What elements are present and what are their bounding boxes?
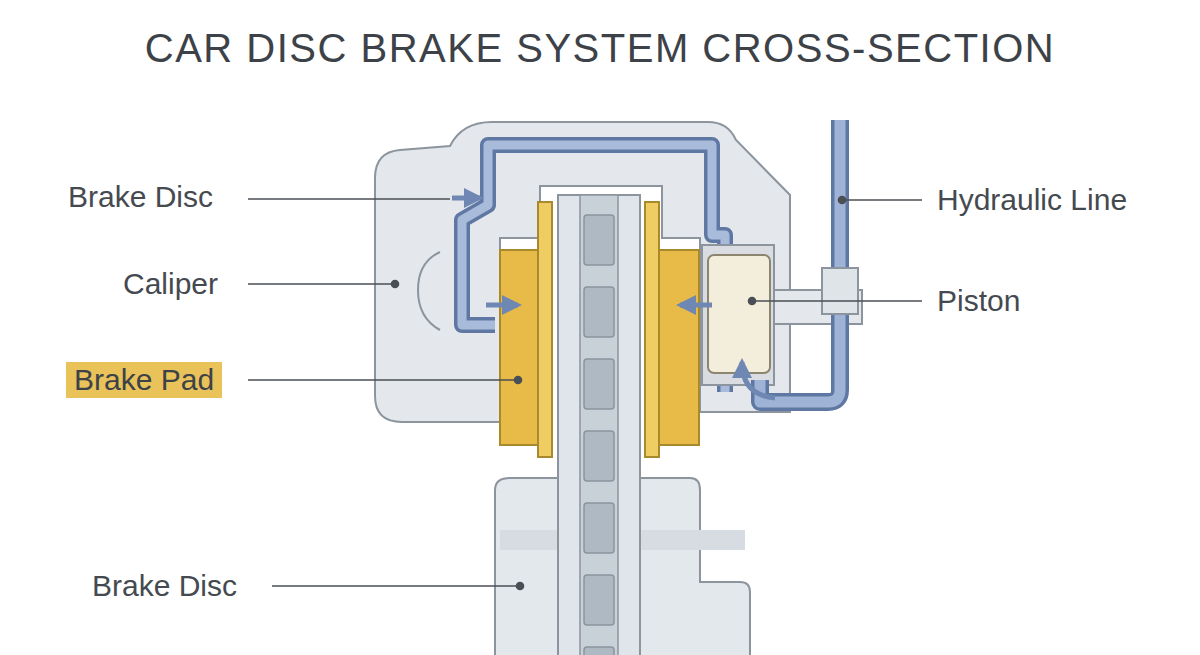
disc-vent (584, 359, 614, 409)
disc-vent (584, 647, 614, 655)
leader-lines (248, 197, 922, 590)
disc-vent (584, 287, 614, 337)
part-label: Caliper (123, 267, 218, 302)
flow-arrows (452, 198, 775, 398)
disc-vent (584, 503, 614, 553)
disc-vent (584, 431, 614, 481)
hydraulic-line (760, 120, 858, 402)
part-label: Brake Disc (92, 569, 237, 604)
disc-vent (584, 215, 614, 265)
diagram-title: CAR DISC BRAKE SYSTEM CROSS-SECTION (0, 26, 1200, 71)
part-label: Brake Pad (74, 363, 214, 398)
brake-disc (558, 195, 640, 655)
disc-vent (584, 575, 614, 625)
highlight-box: Brake Pad (66, 362, 222, 399)
part-label: Hydraulic Line (937, 183, 1127, 218)
caliper-body (375, 122, 790, 422)
brake-pads (500, 202, 699, 457)
part-label: Piston (937, 284, 1020, 319)
part-label: Brake Disc (68, 180, 213, 215)
